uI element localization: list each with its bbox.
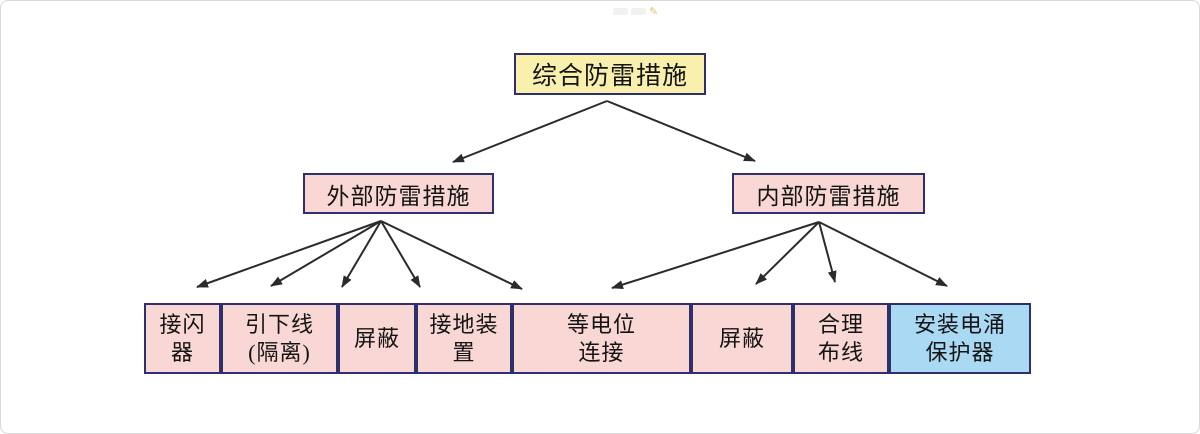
- node-surge-protector: 安装电涌 保护器: [889, 303, 1031, 374]
- node-label-line: 屏蔽: [718, 325, 765, 351]
- arrow-ext-to-shielding: [341, 220, 382, 288]
- node-label-line: 连接: [578, 339, 625, 365]
- node-label-line: 保护器: [925, 339, 995, 365]
- node-down-conductor: 引下线 (隔离): [221, 303, 338, 374]
- node-label-line: 布线: [817, 339, 864, 365]
- node-external-measures: 外部防雷措施: [303, 173, 494, 214]
- node-label: 内部防雷措施: [756, 183, 901, 209]
- node-label-line: 引下线: [244, 312, 314, 337]
- watermark: ✎: [613, 5, 658, 17]
- arrow-root-to-internal: [606, 100, 756, 162]
- node-label-line: (隔离): [248, 339, 311, 365]
- arrow-int-to-equipotential: [611, 221, 820, 289]
- arrow-root-to-external: [452, 100, 608, 163]
- pencil-icon: ✎: [649, 4, 659, 18]
- node-shielding-external: 屏蔽: [338, 303, 416, 374]
- node-label-line: 接闪: [159, 312, 206, 337]
- arrow-int-to-spd: [818, 221, 948, 287]
- node-label: 外部防雷措施: [326, 183, 471, 209]
- node-label-line: 安装电涌: [913, 312, 1006, 337]
- arrow-ext-to-equipotential: [380, 220, 523, 290]
- arrow-int-to-shielding: [755, 221, 820, 285]
- arrow-ext-to-earthing: [380, 220, 421, 288]
- node-comprehensive-measures: 综合防雷措施: [514, 53, 706, 95]
- node-label-line: 器: [170, 339, 194, 365]
- node-label: 综合防雷措施: [531, 63, 688, 90]
- watermark-text-blur: [613, 7, 628, 15]
- node-reasonable-cabling: 合理 布线: [793, 303, 889, 374]
- watermark-text-blur: [631, 7, 646, 15]
- node-label-line: 置: [452, 339, 476, 365]
- node-internal-measures: 内部防雷措施: [732, 173, 925, 214]
- node-label-line: 等电位: [566, 312, 636, 337]
- arrow-ext-to-air-terminal: [196, 220, 382, 288]
- node-label-line: 接地装: [429, 312, 499, 337]
- node-air-terminal: 接闪 器: [144, 303, 221, 374]
- arrow-ext-to-down-conductor: [270, 220, 382, 287]
- node-equipotential-bonding: 等电位 连接: [512, 303, 691, 374]
- node-label-line: 屏蔽: [353, 325, 400, 351]
- node-label-line: 合理: [817, 312, 864, 337]
- arrow-int-to-cabling: [818, 221, 837, 283]
- node-earthing-device: 接地装 置: [416, 303, 512, 374]
- node-shielding-internal: 屏蔽: [691, 303, 793, 374]
